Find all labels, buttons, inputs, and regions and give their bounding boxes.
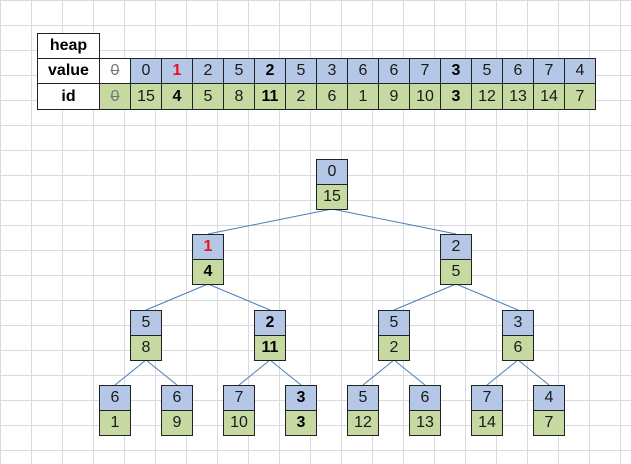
node-id: 2 bbox=[378, 335, 410, 361]
tree-edge bbox=[207, 208, 333, 235]
node-value: 5 bbox=[347, 385, 379, 411]
id-cell: 5 bbox=[192, 83, 224, 110]
tree-edge bbox=[145, 359, 178, 386]
node-value: 5 bbox=[378, 310, 410, 336]
id-cell: 3 bbox=[440, 83, 472, 110]
id-cell: 9 bbox=[378, 83, 410, 110]
node-id: 1 bbox=[99, 410, 131, 436]
node-value: 5 bbox=[130, 310, 162, 336]
heap-label: heap bbox=[37, 33, 100, 59]
tree-edge bbox=[362, 359, 395, 386]
value-cell: 4 bbox=[564, 58, 596, 84]
value-cell: 6 bbox=[378, 58, 410, 84]
tree-edge bbox=[331, 208, 457, 235]
id-cell: 7 bbox=[564, 83, 596, 110]
node-id: 14 bbox=[471, 410, 503, 436]
id-cell: 15 bbox=[130, 83, 162, 110]
value-cell: 2 bbox=[192, 58, 224, 84]
node-value: 6 bbox=[409, 385, 441, 411]
value-cell: 3 bbox=[440, 58, 472, 84]
node-value: 2 bbox=[254, 310, 286, 336]
id-cell: 11 bbox=[254, 83, 286, 110]
node-id: 6 bbox=[502, 335, 534, 361]
id-cell: 13 bbox=[502, 83, 534, 110]
value-cell: 6 bbox=[502, 58, 534, 84]
value-cell: 7 bbox=[409, 58, 441, 84]
value-cell: 2 bbox=[254, 58, 286, 84]
value-cell: 0 bbox=[130, 58, 162, 84]
node-id: 7 bbox=[533, 410, 565, 436]
node-value: 7 bbox=[471, 385, 503, 411]
id-cell: 4 bbox=[161, 83, 193, 110]
node-id: 11 bbox=[254, 335, 286, 361]
value-cell: 5 bbox=[285, 58, 317, 84]
tree-edge bbox=[393, 359, 426, 386]
tree-edge bbox=[393, 283, 457, 311]
id-cell: 8 bbox=[223, 83, 255, 110]
node-id: 5 bbox=[440, 259, 472, 285]
id-label: id bbox=[37, 83, 100, 110]
node-value: 3 bbox=[502, 310, 534, 336]
node-id: 3 bbox=[285, 410, 317, 436]
node-id: 4 bbox=[192, 259, 224, 285]
value-cell: 5 bbox=[223, 58, 255, 84]
node-value: 6 bbox=[161, 385, 193, 411]
node-id: 9 bbox=[161, 410, 193, 436]
id-cell: 2 bbox=[285, 83, 317, 110]
value-cell: 1 bbox=[161, 58, 193, 84]
node-value: 3 bbox=[285, 385, 317, 411]
tree-edge bbox=[145, 283, 209, 311]
node-id: 12 bbox=[347, 410, 379, 436]
tree-edge bbox=[269, 359, 302, 386]
tree-edge bbox=[455, 283, 519, 311]
id-cell: 6 bbox=[316, 83, 348, 110]
node-value: 0 bbox=[316, 159, 348, 185]
tree-edge bbox=[207, 283, 271, 311]
node-id: 8 bbox=[130, 335, 162, 361]
node-id: 13 bbox=[409, 410, 441, 436]
value-cell: 3 bbox=[316, 58, 348, 84]
node-id: 10 bbox=[223, 410, 255, 436]
tree-edge bbox=[486, 359, 519, 386]
id-cell: 14 bbox=[533, 83, 565, 110]
value-cell: 5 bbox=[471, 58, 503, 84]
id-cell: 12 bbox=[471, 83, 503, 110]
id-cell: 1 bbox=[347, 83, 379, 110]
value-cell: 7 bbox=[533, 58, 565, 84]
value-cell: 6 bbox=[347, 58, 379, 84]
node-value: 2 bbox=[440, 234, 472, 260]
node-id: 15 bbox=[316, 184, 348, 210]
tree-edge bbox=[114, 359, 147, 386]
tree-edge bbox=[517, 359, 550, 386]
node-value: 7 bbox=[223, 385, 255, 411]
node-value: 4 bbox=[533, 385, 565, 411]
id-cell: 10 bbox=[409, 83, 441, 110]
tree-edge bbox=[238, 359, 271, 386]
node-value: 6 bbox=[99, 385, 131, 411]
node-value: 1 bbox=[192, 234, 224, 260]
